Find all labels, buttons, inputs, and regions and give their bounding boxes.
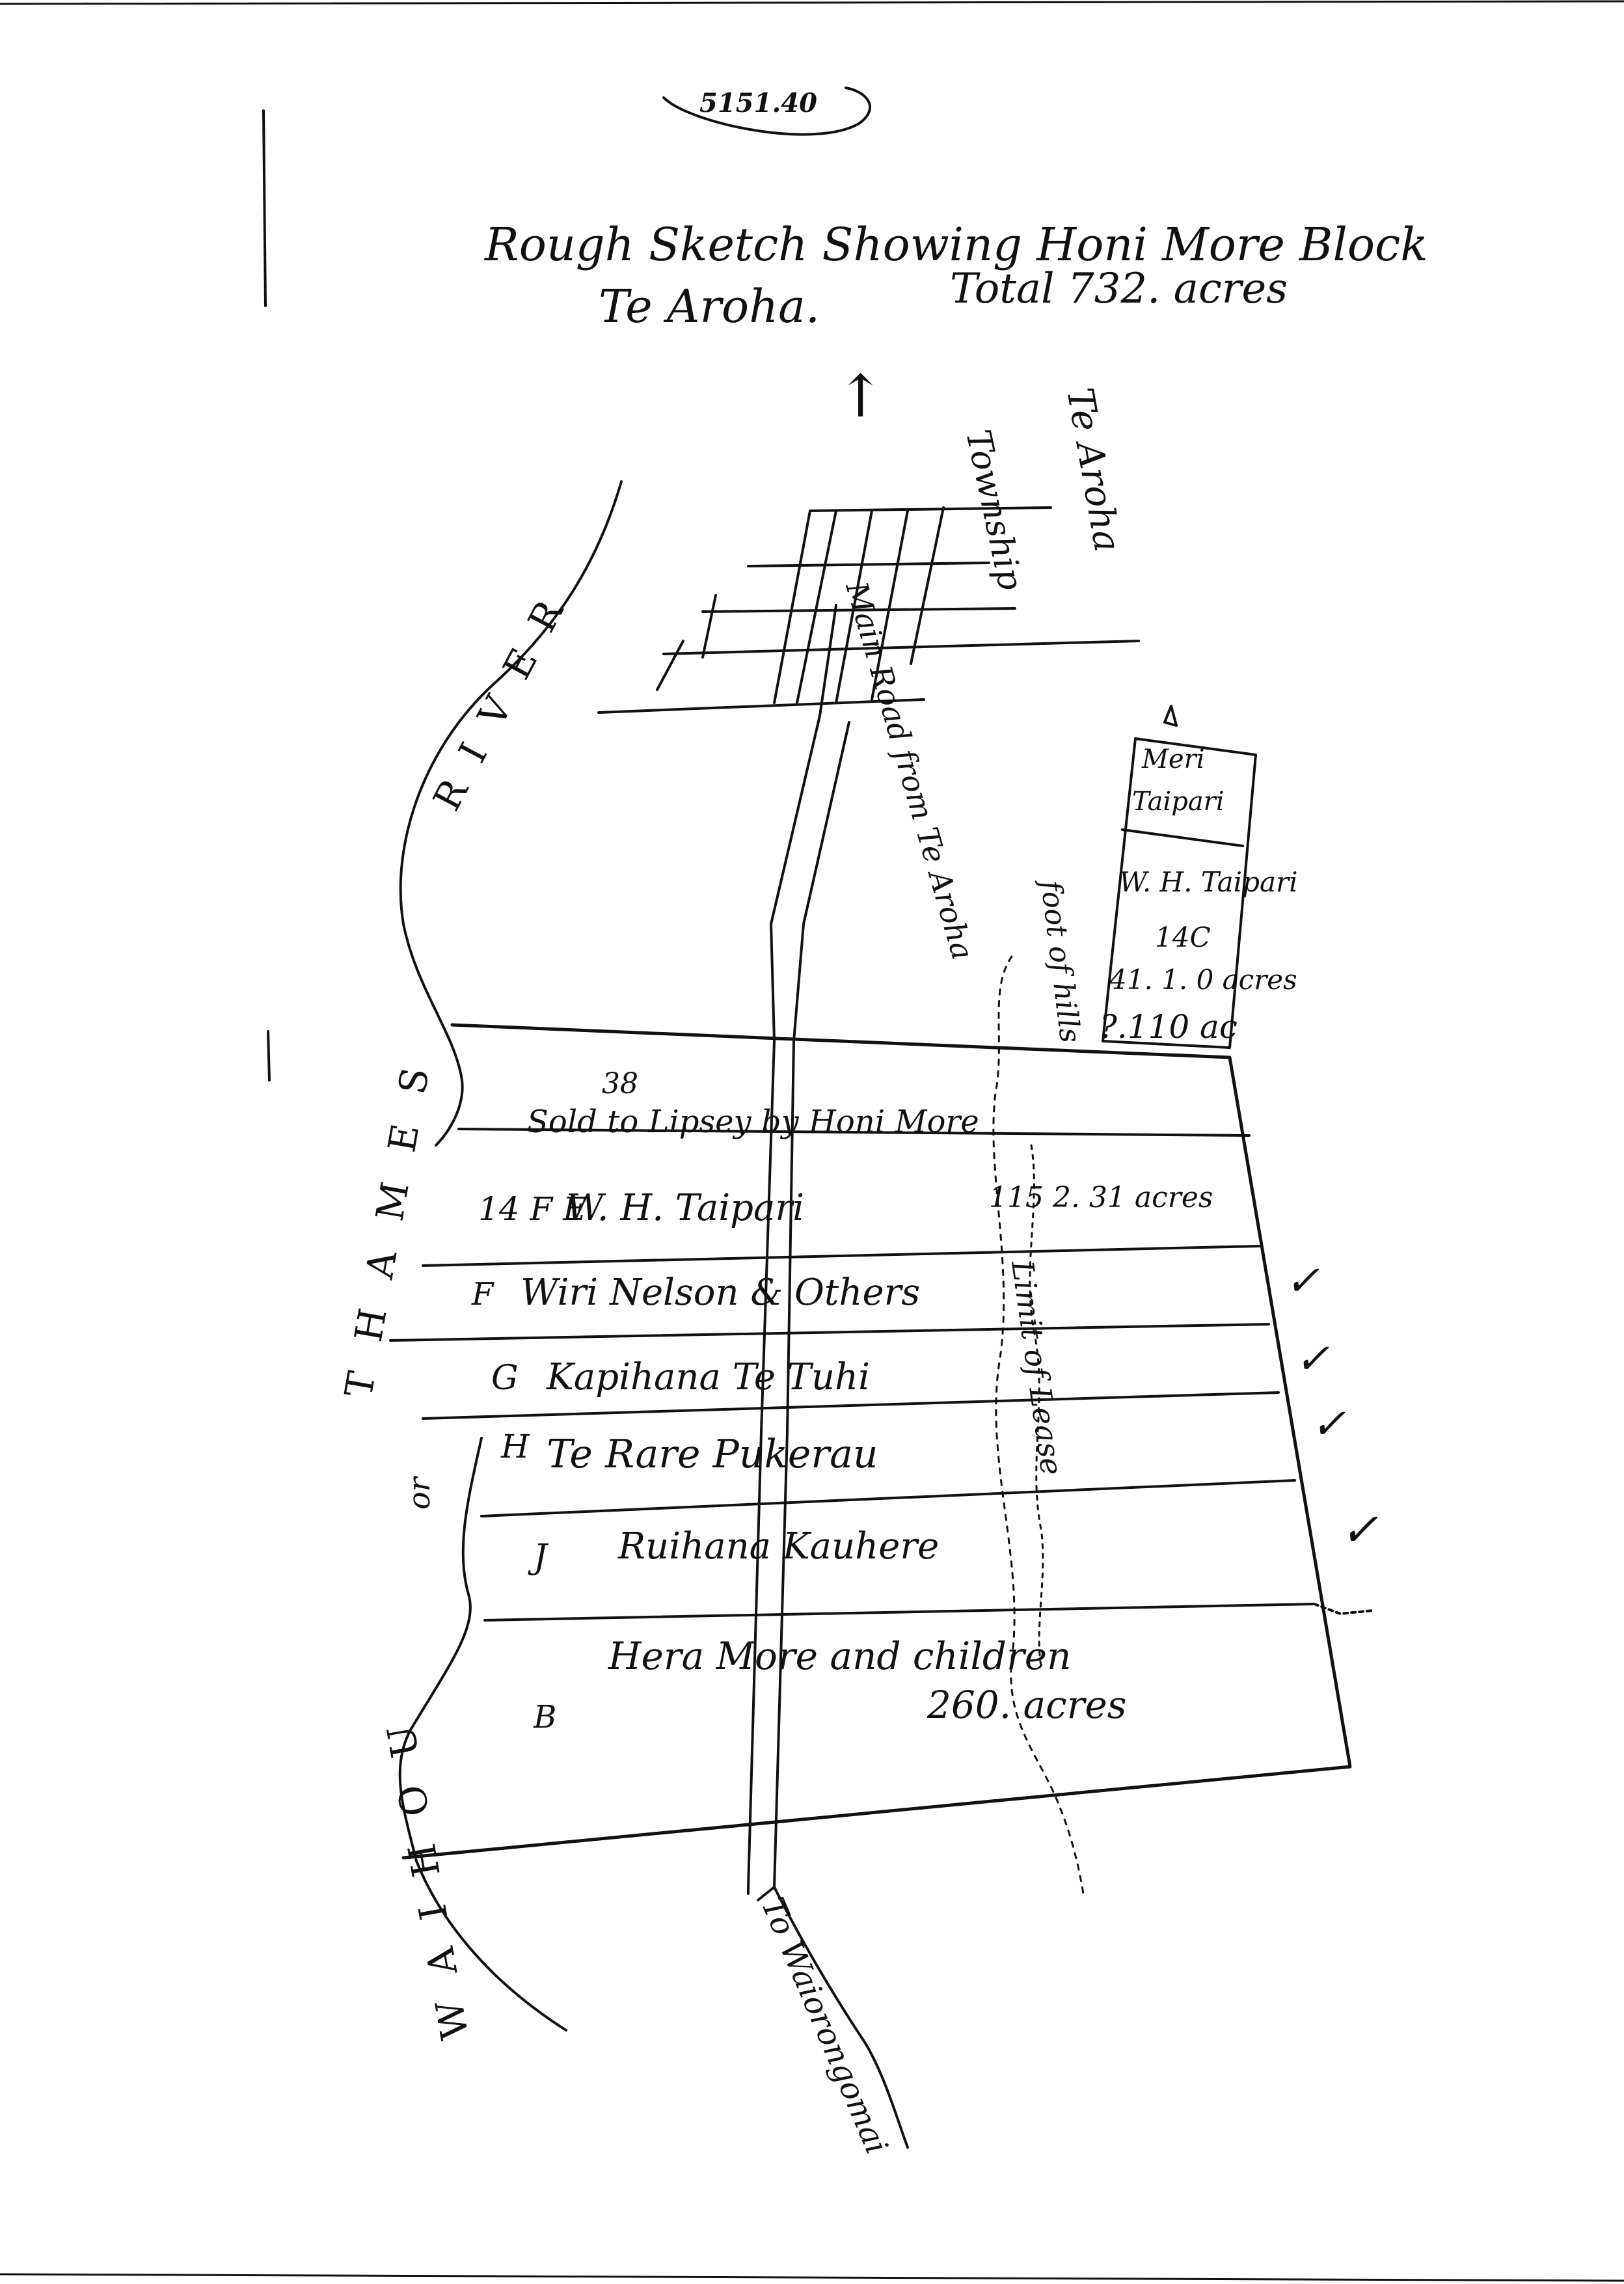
foot-of-hills-line <box>992 955 1085 1895</box>
label-township: Township <box>958 426 1030 593</box>
label-limit-of-lease: Limit of Lease <box>1005 1258 1070 1477</box>
block-14-note: 115 2. 31 acres <box>989 1181 1213 1214</box>
north-arrow-icon: ↑ <box>836 362 885 431</box>
block-14-text: W. H. Taipari <box>566 1187 804 1229</box>
block-f-id: F <box>471 1276 494 1312</box>
river-label-river: RIVER <box>424 570 584 817</box>
main-road-line-b <box>757 721 850 1901</box>
block-g-id: G <box>491 1359 519 1398</box>
block-h-id: H <box>500 1428 530 1465</box>
river-label-waihou: WAIHOU <box>373 1694 477 2043</box>
road-waiorongomai <box>773 1886 909 2149</box>
township-grid <box>597 506 1140 714</box>
main-road-line-a <box>747 604 837 1895</box>
meri-name-line1: Meri <box>1141 744 1205 774</box>
label-te-aroha-town: Te Aroha <box>1058 385 1128 555</box>
block-f-text: Wiri Nelson & Others <box>521 1271 920 1314</box>
river-label-or: or <box>401 1475 437 1510</box>
block-b-id: B <box>533 1699 556 1735</box>
block-j-text: Ruihana Kauhere <box>617 1525 939 1568</box>
meri-area-alt: ?.110 ac <box>1100 1008 1238 1046</box>
meri-name-line2: Taipari <box>1132 787 1225 817</box>
meri-owner: W. H. Taipari <box>1119 866 1298 898</box>
title-place: Te Aroha. <box>599 280 820 333</box>
reference-number: 5151.40 <box>699 88 817 118</box>
river-bank-lower <box>398 1437 483 1862</box>
block-38-id: 38 <box>602 1067 638 1100</box>
page-margin-mark <box>267 1030 271 1081</box>
page-edge-bottom <box>0 2273 1624 2282</box>
block-f-check: ✓ <box>1285 1257 1320 1305</box>
block-h-check: ✓ <box>1311 1400 1346 1448</box>
page-margin-mark <box>262 109 267 307</box>
label-foot-of-hills: foot of hills <box>1034 877 1087 1044</box>
block-38-text: Sold to Lipsey by Honi More <box>527 1104 979 1140</box>
meri-code: 14C <box>1155 921 1211 953</box>
meri-area: 41. 1. 0 acres <box>1109 964 1297 996</box>
block-b-owner: Hera More and children <box>608 1634 1071 1678</box>
reference-oval <box>662 87 872 136</box>
page-edge-top <box>0 0 1624 5</box>
title-line-1: Rough Sketch Showing Honi More Block <box>483 218 1428 271</box>
title-total: Total 732. acres <box>950 265 1288 313</box>
block-j-check: ✓ <box>1340 1503 1379 1557</box>
block-14-id: 14 F E <box>478 1190 587 1228</box>
river-label-thames: THAMES <box>336 1034 443 1401</box>
meri-taipari-block <box>1102 705 1257 1049</box>
label-main-road: Main Road from Te Aroha <box>839 577 981 964</box>
block-g-check: ✓ <box>1295 1335 1330 1383</box>
block-j-id: J <box>528 1538 549 1577</box>
river-bank-curve <box>415 1860 567 2032</box>
block-b-area: 260. acres <box>927 1683 1126 1727</box>
block-h-text: Te Rare Pukerau <box>547 1432 878 1477</box>
lot-boundaries <box>389 1023 1374 1860</box>
label-to-waiorongomai: To Waiorongomai <box>754 1892 895 2160</box>
block-g-text: Kapihana Te Tuhi <box>546 1356 870 1398</box>
river-bank <box>399 480 623 1147</box>
